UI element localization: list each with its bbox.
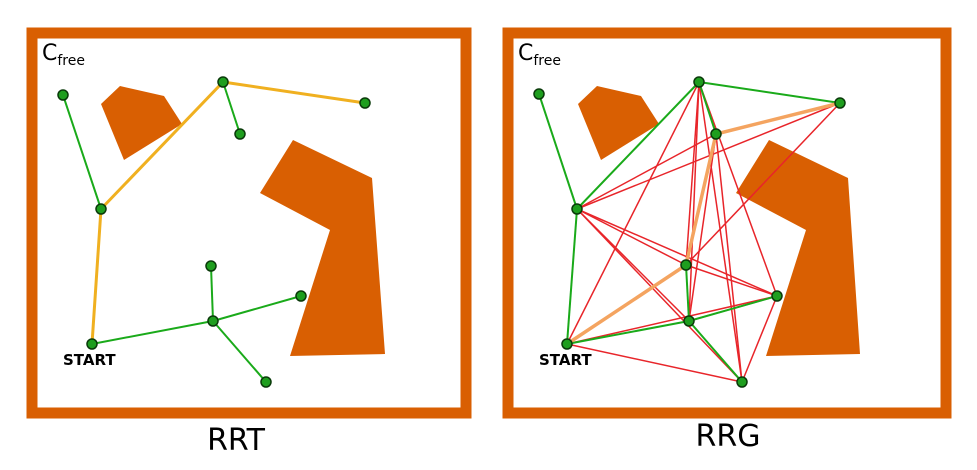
rrg-edge — [566, 343, 743, 383]
rrt-node — [205, 260, 217, 272]
rrt-path — [90, 80, 366, 345]
rrg-edge — [576, 208, 778, 297]
rrg-edge — [741, 295, 778, 383]
rrg-obstacle-large — [736, 140, 860, 356]
rrg-nodes — [533, 76, 846, 388]
rrt-node — [359, 97, 371, 109]
rrt-node — [260, 376, 272, 388]
rrg-edge — [685, 102, 841, 266]
rrt-edge — [222, 81, 241, 135]
rrg-edge — [698, 81, 778, 297]
rrg-edge — [685, 81, 700, 266]
rrg-edge — [538, 93, 578, 210]
rrt-panel: Cfree START RRT — [26, 27, 472, 458]
rrg-node — [571, 203, 583, 215]
rrg-obstacle-small — [578, 86, 659, 160]
rrg-edge — [576, 208, 743, 383]
rrg-edge — [576, 208, 687, 266]
rrg-edge — [576, 133, 717, 210]
rrg-node — [834, 97, 846, 109]
rrg-node — [771, 290, 783, 302]
rrt-caption: RRT — [207, 423, 266, 458]
rrg-edge — [685, 264, 778, 297]
rrg-edge — [715, 133, 743, 383]
rrg-edge — [566, 295, 778, 345]
rrt-edge — [212, 320, 267, 383]
rrg-edge — [688, 295, 778, 322]
rrt-node — [57, 89, 69, 101]
rrg-start-node — [561, 338, 573, 350]
rrg-cfree-label: Cfree — [518, 41, 561, 69]
rrg-edge — [566, 208, 578, 345]
rrg-caption: RRG — [696, 419, 761, 454]
rrg-start-label: START — [539, 351, 592, 369]
rrg-node — [683, 315, 695, 327]
rrg-path — [566, 101, 841, 346]
rrg-node — [533, 88, 545, 100]
rrg-edge — [685, 264, 690, 322]
rrt-frame — [26, 27, 472, 419]
rrg-edge — [688, 133, 717, 322]
rrg-edge — [566, 81, 700, 345]
rrt-edge — [91, 320, 214, 345]
rrg-edge — [576, 81, 700, 210]
rrt-node — [95, 203, 107, 215]
rrg-edge — [698, 81, 743, 383]
rrt-edge — [212, 295, 302, 322]
rrt-edge — [62, 94, 102, 210]
rrt-edge — [210, 265, 214, 322]
rrg-node — [710, 128, 722, 140]
rrg-edge — [566, 320, 690, 345]
rrg-tree-edges — [538, 81, 841, 383]
rrt-node — [234, 128, 246, 140]
rrg-node — [680, 259, 692, 271]
rrg-edge — [688, 320, 743, 383]
rrt-nodes — [57, 76, 371, 388]
rrt-node — [217, 76, 229, 88]
rrt-obstacle-large — [260, 140, 385, 356]
rrg-node — [736, 376, 748, 388]
rrt-start-node — [86, 338, 98, 350]
rrg-frame — [502, 27, 952, 419]
rrt-node — [295, 290, 307, 302]
rrg-graph-edges — [566, 81, 841, 383]
rrg-edge — [576, 102, 841, 210]
rrg-node — [693, 76, 705, 88]
rrt-obstacle-small — [101, 86, 182, 160]
rrg-panel: Cfree START RRG — [502, 27, 952, 454]
rrt-tree-edges — [62, 81, 302, 383]
rrt-start-label: START — [63, 351, 116, 369]
rrt-cfree-label: Cfree — [42, 41, 85, 69]
rrg-edge — [698, 81, 841, 104]
rrg-edge — [698, 81, 717, 135]
rrt-node — [207, 315, 219, 327]
rrg-edge — [688, 81, 700, 322]
